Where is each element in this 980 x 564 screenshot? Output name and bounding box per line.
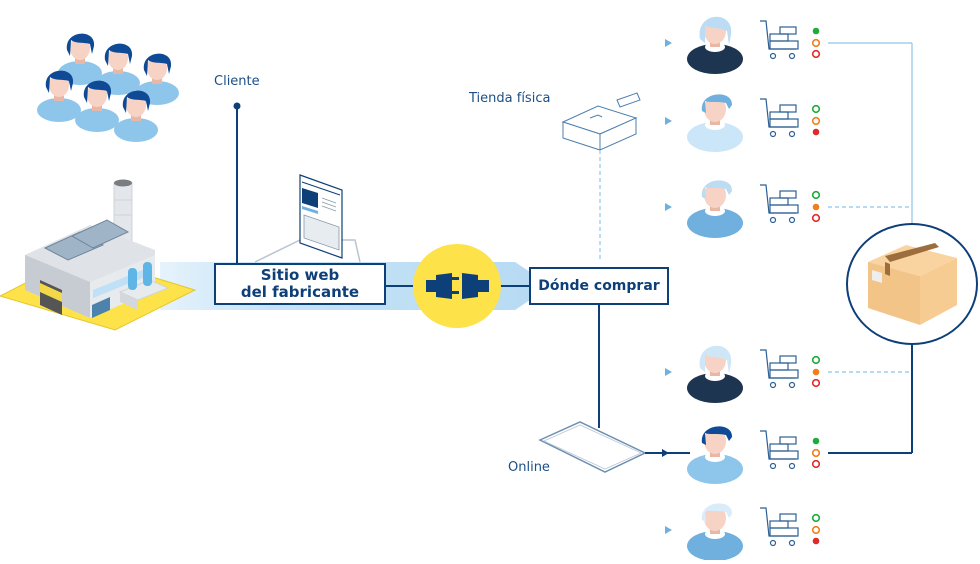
shopping-cart-icon	[760, 349, 799, 389]
shopper-row[interactable]	[665, 94, 821, 152]
stock-indicator-red	[811, 378, 821, 388]
client-connector-dot	[233, 102, 241, 110]
shopping-cart-icon	[760, 184, 799, 224]
stock-indicator-red	[811, 213, 821, 223]
shopper-avatar-icon	[687, 345, 743, 403]
shopper-row[interactable]	[665, 345, 821, 403]
shopping-cart-icon	[760, 98, 799, 138]
shopper-avatar-icon	[687, 503, 743, 561]
pointer-arrow-icon	[665, 39, 672, 47]
stock-indicator-green	[811, 513, 821, 523]
stock-indicator-orange	[811, 448, 821, 458]
stock-indicator-green	[811, 104, 821, 114]
shopping-cart-icon	[760, 430, 799, 470]
shopper-row[interactable]	[665, 503, 821, 561]
stock-indicator-green	[812, 27, 820, 35]
manufacturer-site-label-line2: del fabricante	[240, 283, 360, 301]
plug-connector-icon	[413, 244, 501, 328]
stock-indicator-orange	[811, 116, 821, 126]
manufacturer-site-box: Sitio web del fabricante	[214, 263, 386, 305]
shopper-avatar-icon	[687, 16, 743, 74]
online-arrow-icon	[662, 449, 669, 457]
stock-indicator-green	[811, 190, 821, 200]
tablet-icon	[538, 421, 647, 473]
physical-store-label: Tienda física	[469, 91, 551, 106]
shopper-row[interactable]	[665, 180, 821, 238]
package-box-icon	[846, 223, 978, 345]
stock-indicator-orange	[812, 203, 820, 211]
shopper-avatar-icon	[687, 426, 743, 484]
shopping-cart-icon	[760, 507, 799, 547]
pointer-arrow-icon	[665, 117, 672, 125]
shopper-row[interactable]	[665, 16, 821, 74]
stock-indicator-orange	[811, 38, 821, 48]
shoppers-list	[665, 16, 821, 561]
manufacturer-site-label-line1: Sitio web	[260, 265, 340, 284]
shopper-avatar-icon	[687, 180, 743, 238]
customers-group-icon	[37, 33, 179, 142]
stock-indicator-red	[811, 459, 821, 469]
stock-indicator-red	[812, 537, 820, 545]
shopping-cart-icon	[760, 20, 799, 60]
client-label: Cliente	[214, 74, 260, 89]
stock-indicator-orange	[811, 525, 821, 535]
pointer-arrow-icon	[665, 368, 672, 376]
stock-indicator-green	[812, 437, 820, 445]
stock-indicator-red	[812, 128, 820, 136]
where-to-buy-label: Dónde comprar	[538, 277, 660, 294]
shopper-avatar-icon	[687, 94, 743, 152]
store-box-icon	[561, 92, 641, 151]
shopper-row[interactable]	[687, 426, 821, 484]
stock-indicator-orange	[812, 368, 820, 376]
stock-indicator-red	[811, 49, 821, 59]
pointer-arrow-icon	[665, 526, 672, 534]
stock-indicator-green	[811, 355, 821, 365]
online-label: Online	[508, 460, 550, 475]
website-page-icon	[254, 174, 361, 263]
where-to-buy-box: Dónde comprar	[529, 267, 669, 305]
factory-icon	[0, 179, 197, 331]
pointer-arrow-icon	[665, 203, 672, 211]
